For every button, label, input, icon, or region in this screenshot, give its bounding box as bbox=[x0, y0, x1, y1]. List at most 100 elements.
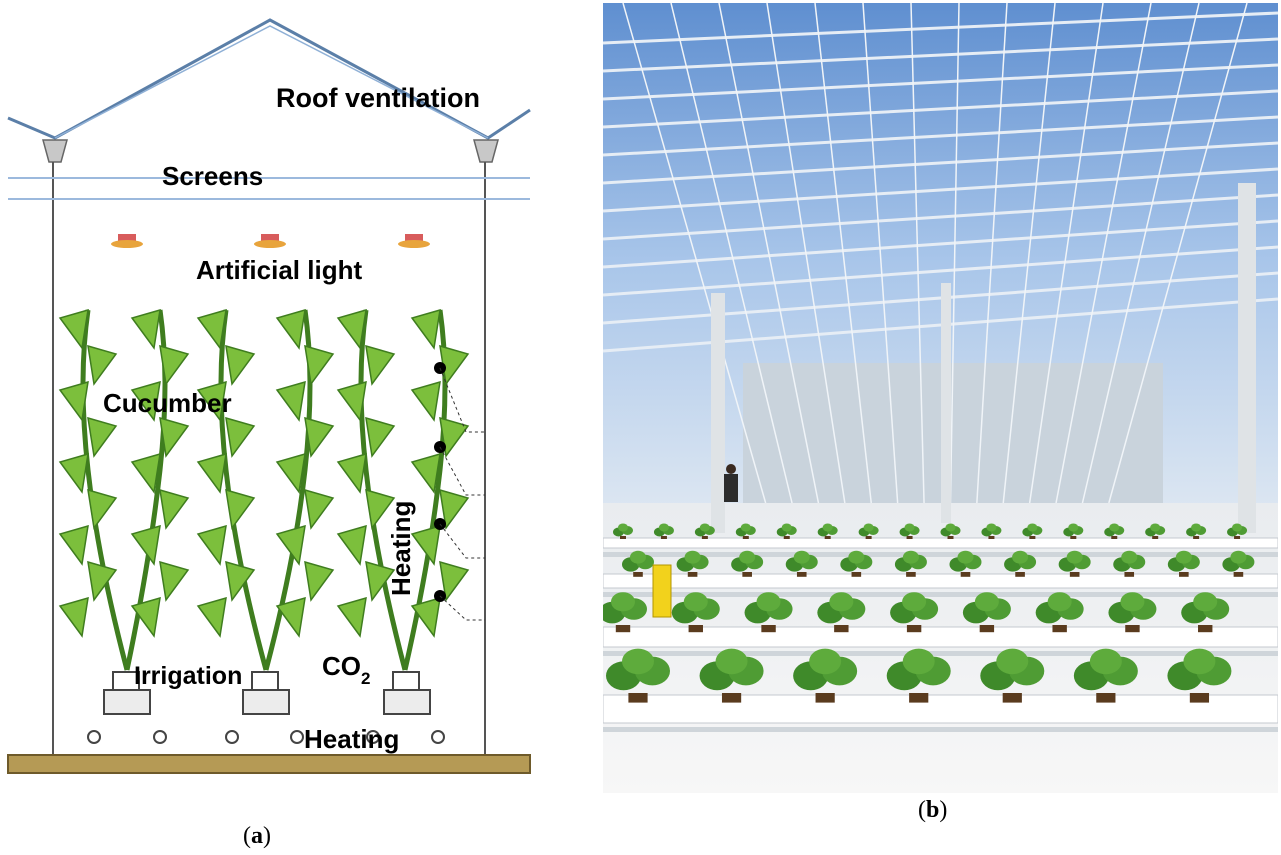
cucumber-leaf-icon bbox=[410, 524, 441, 566]
roof-beam bbox=[603, 245, 1278, 297]
cucumber-leaf-icon bbox=[336, 596, 367, 638]
cucumber-plant-icon bbox=[817, 592, 866, 633]
greenhouse-floor bbox=[603, 503, 1278, 793]
roof-beam bbox=[603, 89, 1278, 129]
greenhouse-photo bbox=[603, 3, 1278, 793]
cucumber-leaf-icon bbox=[130, 308, 161, 350]
cucumber-leaf-icon bbox=[196, 524, 227, 566]
cucumber-plant-icon bbox=[1167, 550, 1200, 577]
growing-bench bbox=[603, 573, 1278, 589]
cucumber-leaf-icon bbox=[336, 308, 367, 350]
cucumber-leaf-icon bbox=[275, 380, 306, 422]
cucumber-plant-icon bbox=[1022, 523, 1043, 539]
cucumber-plant-icon bbox=[1186, 523, 1207, 539]
cucumber-plant-icon bbox=[817, 523, 838, 539]
cucumber-leaf-icon bbox=[196, 308, 227, 350]
cucumber-plant-icon bbox=[858, 523, 879, 539]
growing-bench bbox=[603, 694, 1278, 724]
cucumber-plant-icon bbox=[603, 592, 647, 633]
greenhouse-photo-image bbox=[603, 3, 1278, 793]
cucumber-leaf-icon bbox=[159, 560, 190, 602]
cucumber-plant-icon bbox=[622, 550, 654, 577]
cucumber-leaf-icon bbox=[439, 560, 470, 602]
cucumber-leaf-icon bbox=[336, 452, 367, 494]
heating-pipe bbox=[603, 651, 1278, 656]
roof-vent-left-icon bbox=[42, 139, 68, 163]
support-wire bbox=[814, 3, 872, 504]
support-wire bbox=[718, 3, 820, 504]
growing-slab-icon bbox=[383, 671, 431, 715]
support-wire bbox=[1055, 3, 1152, 504]
caption-b: (b) bbox=[918, 797, 948, 823]
cucumber-leaf-icon bbox=[304, 344, 335, 386]
cucumber-leaf-icon bbox=[304, 416, 335, 458]
support-wire bbox=[670, 3, 793, 504]
cucumber-plant-icon bbox=[606, 648, 670, 703]
cucumber-plant-icon bbox=[1073, 648, 1138, 703]
cucumber-plant-icon bbox=[676, 550, 709, 577]
cucumber-leaf-icon bbox=[275, 524, 306, 566]
roof-outline bbox=[7, 18, 531, 140]
cucumber-leaf-icon bbox=[159, 416, 190, 458]
cucumber-leaf-icon bbox=[87, 344, 118, 386]
cucumber-leaf-icon bbox=[196, 380, 227, 422]
cucumber-plant-icon bbox=[793, 648, 858, 703]
roof-beam bbox=[603, 193, 1278, 241]
cucumber-leaf-icon bbox=[365, 416, 396, 458]
cucumber-leaf-icon bbox=[304, 560, 335, 602]
cucumber-plant-icon bbox=[890, 592, 939, 633]
cucumber-leaf-icon bbox=[336, 380, 367, 422]
cucumber-plant-icon bbox=[1108, 592, 1157, 633]
cucumber-plant-icon bbox=[731, 550, 764, 577]
cucumber-leaf-icon bbox=[58, 596, 89, 638]
cucumber-plant-icon bbox=[694, 523, 715, 539]
cucumber-leaf-icon bbox=[225, 416, 256, 458]
label-cucumber: Cucumber bbox=[103, 388, 232, 418]
cucumber-plant-icon bbox=[671, 592, 720, 633]
support-wire bbox=[1002, 3, 1056, 504]
roof-beam bbox=[603, 219, 1278, 269]
roof-beam bbox=[603, 167, 1278, 213]
label-co2: CO2 bbox=[322, 651, 370, 688]
cucumber-leaf-icon bbox=[275, 452, 306, 494]
cucumber-plant-icon bbox=[1167, 648, 1232, 703]
lamp-icon bbox=[111, 234, 143, 248]
cucumber-plant-icon bbox=[1104, 523, 1125, 539]
person-figure bbox=[724, 464, 738, 502]
support-wire bbox=[910, 3, 925, 504]
lamp-icon bbox=[254, 234, 286, 248]
plant-rows bbox=[603, 523, 1278, 732]
cucumber-plant-icon bbox=[940, 523, 961, 539]
growing-slab-icon bbox=[242, 671, 290, 715]
cucumber-leaf-icon bbox=[58, 308, 89, 350]
cucumber-leaf-icon bbox=[130, 380, 161, 422]
plant-stem bbox=[80, 309, 130, 671]
cucumber-leaf-icon bbox=[439, 488, 470, 530]
growing-bench bbox=[603, 537, 1278, 549]
support-wire bbox=[766, 3, 846, 504]
support-wire bbox=[949, 3, 960, 504]
cucumber-plant-icon bbox=[613, 523, 633, 539]
cucumber-plant-icon bbox=[699, 648, 764, 703]
cucumber-leaf-icon bbox=[225, 344, 256, 386]
cucumber-leaf-icon bbox=[225, 488, 256, 530]
roof-beam bbox=[603, 37, 1278, 73]
cucumber-leaf-icon bbox=[365, 344, 396, 386]
roof-beam bbox=[603, 63, 1278, 101]
label-artificial-light: Artificial light bbox=[196, 255, 362, 285]
heating-leader bbox=[439, 446, 485, 496]
cucumber-plant-icon bbox=[785, 550, 818, 577]
cucumber-plant-icon bbox=[1063, 523, 1084, 539]
cucumber-plant-icon bbox=[1035, 592, 1084, 633]
plant-stem bbox=[218, 309, 269, 671]
cucumber-leaf-icon bbox=[159, 344, 190, 386]
label-screens: Screens bbox=[162, 161, 263, 191]
cucumber-leaf-icon bbox=[87, 560, 118, 602]
heating-pipe bbox=[603, 592, 1278, 597]
cucumber-plant-icon bbox=[1113, 550, 1146, 577]
support-wire bbox=[1108, 3, 1248, 504]
support-wire bbox=[1081, 3, 1200, 504]
roof-beam bbox=[603, 115, 1278, 157]
caption-a: (a) bbox=[243, 823, 271, 849]
cucumber-leaf-icon bbox=[130, 596, 161, 638]
